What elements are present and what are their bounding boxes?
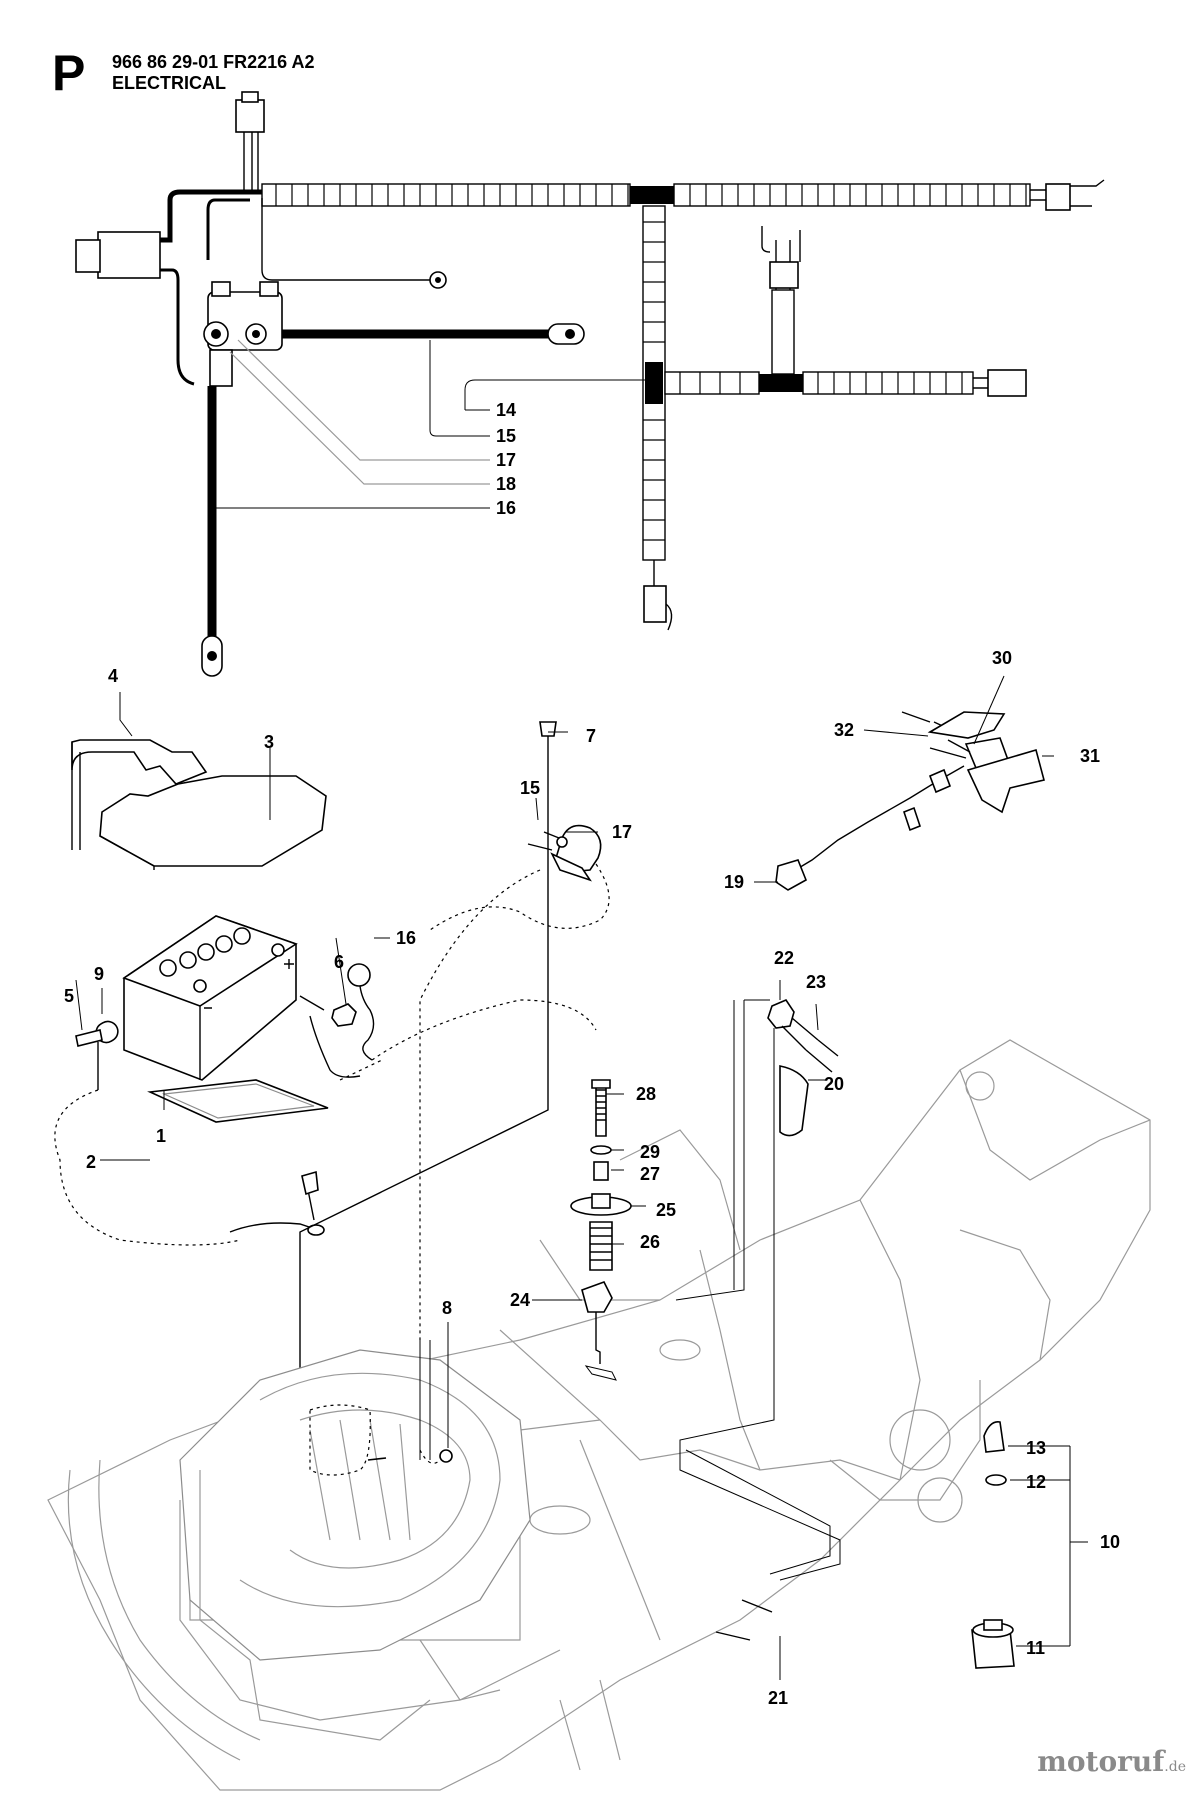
pto-switch-assembly xyxy=(675,999,841,1641)
callout-8: 8 xyxy=(442,1298,452,1318)
callout-21: 21 xyxy=(768,1688,788,1708)
callout-25: 25 xyxy=(656,1200,676,1220)
callout-17-lower: 17 xyxy=(612,822,632,842)
callout-28: 28 xyxy=(636,1084,656,1104)
callout-10: 10 xyxy=(1100,1532,1120,1552)
switch-mount-bracket xyxy=(966,749,1045,814)
relay xyxy=(97,231,161,279)
callout-32: 32 xyxy=(834,720,854,740)
callout-16: 16 xyxy=(496,498,516,518)
harness-top-connector xyxy=(235,99,265,133)
battery-cover xyxy=(99,775,327,867)
callout-13: 13 xyxy=(1026,1438,1046,1458)
harness-connector xyxy=(775,859,808,891)
callout-2: 2 xyxy=(86,1152,96,1172)
switch-bracket xyxy=(779,1065,809,1137)
engine-ground-bolt xyxy=(439,1449,453,1463)
callout-22: 22 xyxy=(774,948,794,968)
leader-lines xyxy=(75,675,1054,1680)
callout-20: 20 xyxy=(824,1074,844,1094)
harness-bottom-connector xyxy=(643,585,667,623)
callout-24: 24 xyxy=(510,1290,530,1310)
callout-5: 5 xyxy=(64,986,74,1006)
battery-hold-down-bracket xyxy=(71,739,208,785)
callout-29: 29 xyxy=(640,1142,660,1162)
section-title: ELECTRICAL xyxy=(112,73,226,93)
battery-bolt xyxy=(75,1029,103,1047)
callout-16-lower: 16 xyxy=(396,928,416,948)
seat-switch xyxy=(581,1281,613,1313)
interlock-harness xyxy=(775,711,1045,891)
solenoid xyxy=(203,281,283,387)
seat-switch-bolt xyxy=(595,1085,607,1137)
callout-1: 1 xyxy=(156,1126,166,1146)
callout-14: 14 xyxy=(496,400,516,420)
callout-15: 15 xyxy=(496,426,516,446)
watermark: motoruf.de xyxy=(1037,1745,1186,1778)
pto-switch xyxy=(767,999,795,1029)
callout-12: 12 xyxy=(1026,1472,1046,1492)
ignition-nut xyxy=(985,1474,1007,1486)
callout-17: 17 xyxy=(496,450,516,470)
callout-labels: 14 15 17 18 16 4 3 7 15 17 16 6 9 5 1 2 … xyxy=(64,400,1120,1708)
engine xyxy=(179,1340,531,1741)
spacer xyxy=(593,1161,609,1181)
callout-18: 18 xyxy=(496,474,516,494)
harness-right-connector xyxy=(1045,183,1071,211)
callout-30: 30 xyxy=(992,648,1012,668)
section-letter: P xyxy=(52,45,86,101)
starter-solenoid xyxy=(299,721,610,1420)
callout-15-lower: 15 xyxy=(520,778,540,798)
callout-4: 4 xyxy=(108,666,118,686)
ignition-key xyxy=(983,1420,1005,1453)
part-number: 966 86 29-01 FR2216 A2 xyxy=(112,52,315,72)
harness-mid-connector xyxy=(987,369,1027,397)
callout-6: 6 xyxy=(334,952,344,972)
positive-cable-terminal xyxy=(347,963,371,987)
callout-31: 31 xyxy=(1080,746,1100,766)
callout-7: 7 xyxy=(586,726,596,746)
battery xyxy=(122,915,298,1081)
ignition-key-assembly xyxy=(971,1420,1088,1669)
callout-11: 11 xyxy=(1026,1638,1045,1658)
callout-3: 3 xyxy=(264,732,274,752)
spring xyxy=(589,1221,613,1271)
callout-19: 19 xyxy=(724,872,744,892)
wiring-harness xyxy=(75,91,1105,677)
solenoid-bolt xyxy=(539,721,557,737)
callout-23: 23 xyxy=(806,972,826,992)
terminal-nut xyxy=(331,1003,357,1027)
seat-switch-assembly xyxy=(570,1079,632,1381)
callout-9: 9 xyxy=(94,964,104,984)
header-text: 966 86 29-01 FR2216 A2 ELECTRICAL xyxy=(112,52,314,94)
battery-assembly xyxy=(54,739,597,1246)
harness-main-run xyxy=(261,183,1031,207)
washer xyxy=(590,1145,612,1155)
callout-26: 26 xyxy=(640,1232,660,1252)
callout-27: 27 xyxy=(640,1164,660,1184)
